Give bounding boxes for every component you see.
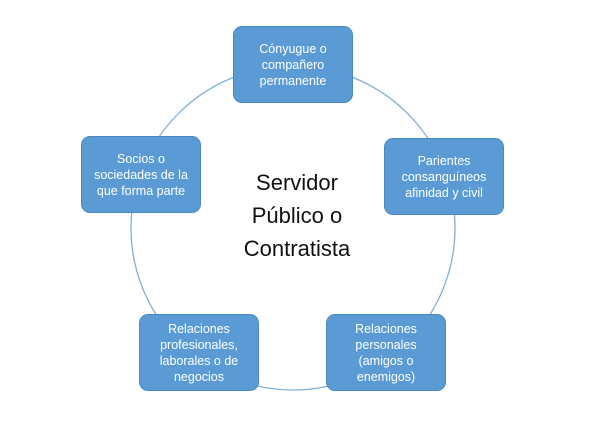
node-socios: Socios o sociedades de la que forma part… [81,136,201,213]
center-line-2: Público o [251,203,343,228]
node-parientes: Parientes consanguíneos afinidad y civil [384,138,504,215]
node-conyugue: Cónyugue o compañero permanente [233,26,353,103]
center-title: Servidor Público o Contratista [222,166,372,265]
center-line-1: Servidor [256,170,338,195]
node-relaciones-personales: Relaciones personales (amigos o enemigos… [326,314,446,391]
node-relaciones-profesionales: Relaciones profesionales, laborales o de… [139,314,259,391]
center-line-3: Contratista [243,236,351,261]
